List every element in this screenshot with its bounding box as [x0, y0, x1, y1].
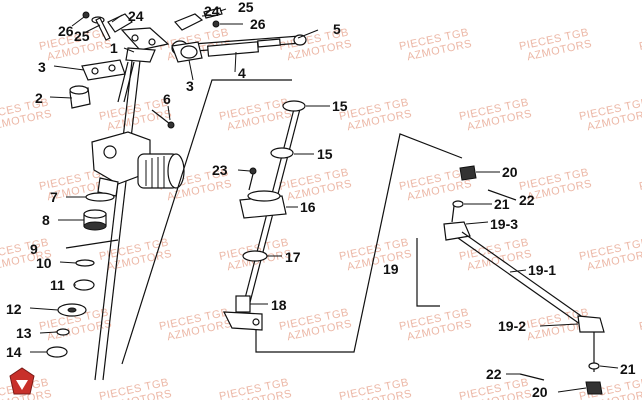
steering-column [94, 51, 142, 381]
callout-21-top: 21 [494, 196, 510, 212]
callout-11: 11 [50, 277, 65, 293]
boot-21-top [452, 200, 464, 208]
callout-20-top: 20 [502, 164, 518, 180]
callout-5: 5 [333, 21, 341, 37]
callout-24-left: 24 [128, 8, 144, 24]
nut-20-top [459, 165, 477, 181]
bearing-housing-16 [239, 190, 287, 219]
callout-3-left: 3 [38, 59, 46, 75]
pin-22-top [487, 189, 517, 201]
callout-2: 2 [35, 90, 43, 106]
clamp-24-right [173, 13, 204, 31]
callout-14: 14 [6, 344, 22, 360]
callout-19-2: 19-2 [498, 318, 526, 334]
washer-15-bottom [270, 147, 294, 159]
callout-19-3: 19-3 [490, 216, 518, 232]
boot-21-bottom [588, 362, 600, 370]
callout-22-bottom: 22 [486, 366, 502, 382]
bolt-23 [248, 167, 257, 191]
pin-22-bottom [519, 373, 545, 381]
callout-22-top: 22 [519, 192, 535, 208]
callout-7: 7 [50, 189, 58, 205]
nut-26-right [212, 20, 220, 28]
ball-joint-19-2 [577, 315, 605, 372]
callout-23: 23 [212, 162, 228, 178]
pitman-arm-18 [223, 295, 263, 331]
callout-24-right: 24 [204, 3, 220, 19]
callout-25-left: 25 [74, 28, 90, 44]
callout-26-right: 26 [250, 16, 266, 32]
callout-16: 16 [300, 199, 316, 215]
callout-18: 18 [271, 297, 287, 313]
bolt-26-left [71, 11, 90, 27]
callout-9: 9 [30, 241, 38, 257]
bearing-8 [83, 209, 107, 231]
callout-21-bottom: 21 [620, 361, 636, 377]
washer-15-top [282, 100, 306, 112]
nut-20-bottom [585, 381, 603, 395]
leader-lines [29, 8, 619, 393]
callout-19-1: 19-1 [528, 262, 556, 278]
ball-joint-19-3 [443, 205, 471, 241]
damper-4 [207, 38, 281, 57]
callout-20-bottom: 20 [532, 384, 548, 400]
callout-3-right: 3 [186, 78, 194, 94]
callout-4: 4 [238, 65, 246, 81]
callout-10: 10 [36, 255, 52, 271]
callout-26-left: 26 [58, 23, 74, 39]
callout-25-right: 25 [238, 0, 254, 15]
tie-rod-19-1 [457, 231, 585, 325]
bolt-6 [151, 109, 175, 129]
callout-8: 8 [42, 212, 50, 228]
pin-9 [65, 239, 119, 249]
bushing-2 [69, 85, 91, 109]
callout-15-bottom: 15 [317, 146, 333, 162]
callout-6: 6 [163, 91, 171, 107]
callout-13: 13 [16, 325, 32, 341]
callout-17: 17 [285, 249, 301, 265]
callout-1: 1 [110, 40, 118, 56]
pivot-3-right [171, 41, 203, 63]
callout-19: 19 [383, 261, 399, 277]
callout-12: 12 [6, 301, 22, 317]
tgb-logo [9, 367, 35, 395]
callout-15-top: 15 [332, 98, 348, 114]
washer-25-left [91, 16, 111, 41]
